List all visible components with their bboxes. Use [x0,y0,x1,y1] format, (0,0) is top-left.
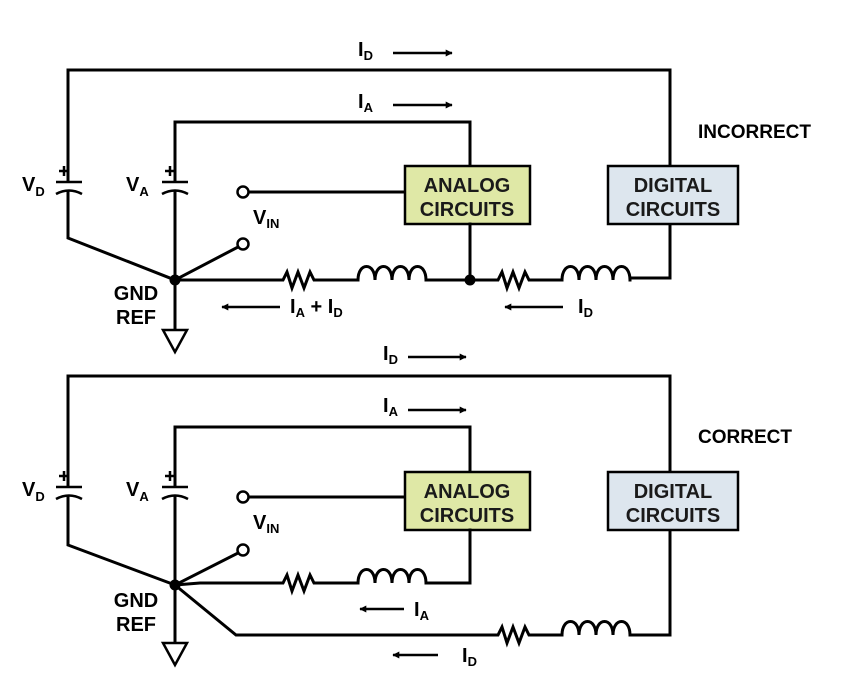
analog-ground-return-wire [173,568,428,596]
vd-ground-wire [66,190,177,282]
ref-label: REF [116,307,156,329]
digital-box-line1: DIGITAL [634,175,713,197]
analog-ground-wire [426,528,472,585]
analog-ground-node-icon [464,274,476,286]
return-id-label: ID [578,296,593,320]
gnd-label: GND [114,590,158,612]
vin-return-wire [172,550,241,588]
digital-circuits-box [606,470,740,532]
vd-label: VD [22,174,45,199]
analog-circuits-box [403,164,532,226]
ref-label: REF [116,614,156,636]
ia-label: IA [358,91,374,115]
id-label: ID [383,343,398,367]
ground-node-icon [169,579,181,591]
vin-return-wire [172,244,241,283]
vd-label: VD [22,479,45,504]
vin-label: VIN [253,512,279,536]
id-label: ID [358,39,373,63]
return-sum-label: IA + ID [290,296,343,320]
va-supply-wire [173,120,472,182]
return-ia-label: IA [414,599,430,623]
analog-box-line2: CIRCUITS [420,199,514,221]
digital-circuits-box [606,164,740,226]
analog-circuits-box [403,470,532,532]
incorrect-label: INCORRECT [698,122,811,143]
incorrect-circuit: ANALOG CIRCUITS DIGITAL CIRCUITS ID IA V… [22,39,811,355]
va-label: VA [126,479,149,504]
va-label: VA [126,174,149,199]
ground-symbol-icon [160,641,190,668]
correct-circuit: ANALOG CIRCUITS DIGITAL CIRCUITS ID IA V… [22,343,792,669]
vin-return-terminal-icon [236,237,250,251]
ground-symbol-icon [160,328,190,355]
vin-terminal-icon [236,490,250,504]
return-id-label: ID [462,645,477,669]
shared-ground-return-wire [173,265,632,293]
vin-return-terminal-icon [236,543,250,557]
gnd-label: GND [114,283,158,305]
vd-supply-wire [66,374,672,637]
va-capacitor-icon [161,166,189,196]
analog-box-line2: CIRCUITS [420,505,514,527]
vin-label: VIN [253,207,279,231]
correct-label: CORRECT [698,427,792,448]
digital-box-line1: DIGITAL [634,481,713,503]
vd-ground-wire [66,495,177,587]
analog-box-line1: ANALOG [424,481,511,503]
va-supply-wire [173,425,472,487]
digital-ground-return-wire [172,582,632,648]
ground-node-icon [169,274,181,286]
ia-label: IA [383,395,399,419]
vd-supply-wire [66,68,672,280]
analog-box-line1: ANALOG [424,175,511,197]
digital-box-line2: CIRCUITS [626,199,720,221]
digital-box-line2: CIRCUITS [626,505,720,527]
vin-terminal-icon [236,185,250,199]
